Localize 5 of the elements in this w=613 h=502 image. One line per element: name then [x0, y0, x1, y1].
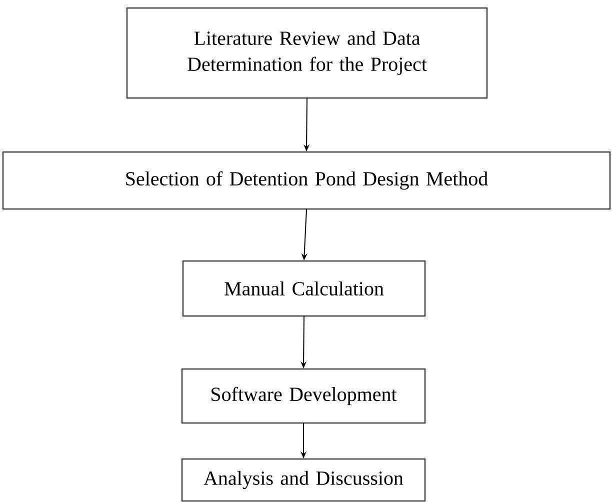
process-box: Software Development [182, 368, 426, 424]
process-box: Selection of Detention Pond Design Method [2, 151, 610, 210]
process-box: Literature Review and Data Determination for the Project [126, 8, 488, 98]
process-box: Manual Calculation [182, 260, 426, 316]
process-box: Analysis and Discussion [182, 458, 426, 502]
